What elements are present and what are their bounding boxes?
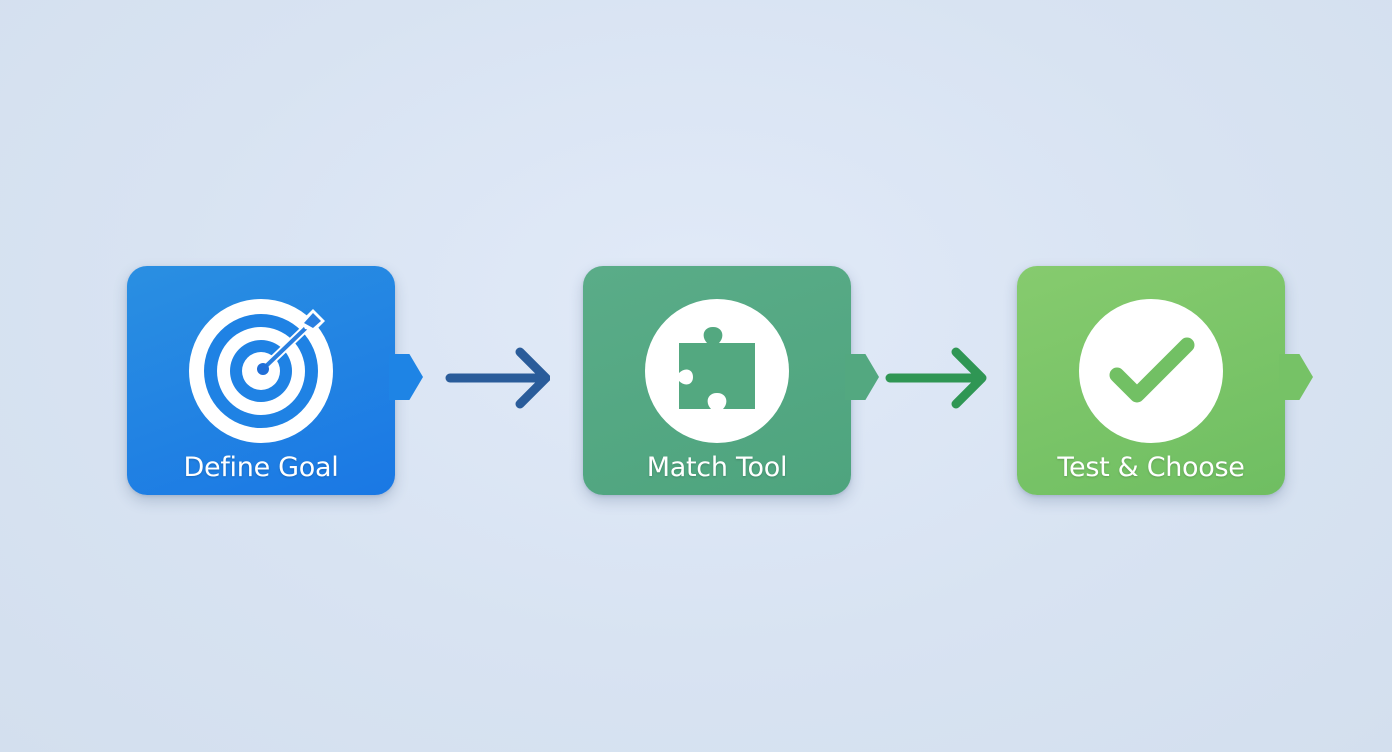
checkmark-icon <box>1079 299 1223 443</box>
arrow-right-icon <box>880 340 990 412</box>
card-pointer <box>389 354 423 400</box>
step-label: Define Goal <box>183 452 339 483</box>
step-card-match-tool: Match Tool <box>583 266 879 495</box>
puzzle-piece-icon <box>645 299 789 443</box>
card-pointer <box>1279 354 1313 400</box>
step-card-test-choose: Test & Choose <box>1017 266 1313 495</box>
target-icon <box>189 299 333 443</box>
card-pointer <box>845 354 879 400</box>
step-label: Match Tool <box>646 452 788 483</box>
arrow-right-icon <box>440 340 550 412</box>
step-card-define-goal: Define Goal <box>127 266 423 495</box>
step-label: Test & Choose <box>1057 452 1245 483</box>
